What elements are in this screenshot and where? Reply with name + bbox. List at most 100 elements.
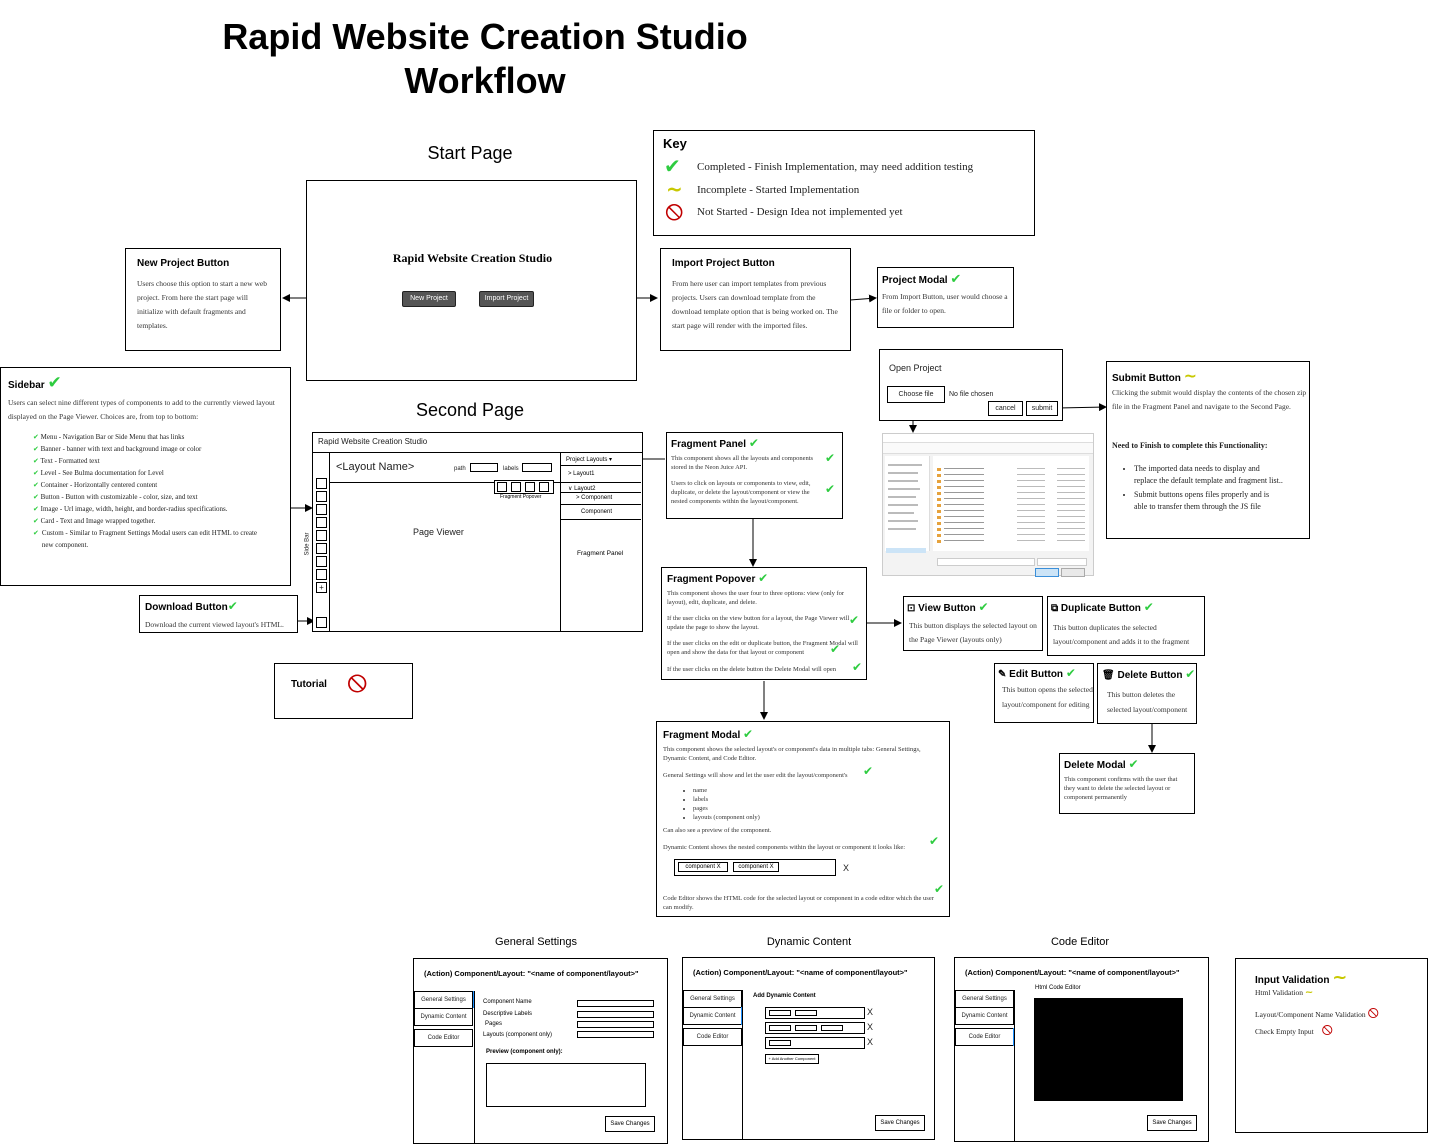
delete-modal-text: This component confirms with the user th… xyxy=(1064,776,1178,801)
view-button-title-text: View Button xyxy=(918,603,976,614)
tab-general-settings[interactable]: General Settings xyxy=(955,990,1014,1008)
tab-general-settings[interactable]: General Settings xyxy=(683,990,742,1008)
tilde-icon: ~ xyxy=(1332,967,1348,988)
delete-icon[interactable] xyxy=(539,482,549,492)
tab-dynamic-content[interactable]: Dynamic Content xyxy=(683,1007,742,1025)
title-line-1: Rapid Website Creation Studio xyxy=(222,16,748,57)
component-item-2[interactable]: Component xyxy=(581,509,613,515)
duplicate-icon[interactable] xyxy=(511,482,521,492)
preview-label: Preview (component only): xyxy=(486,1049,563,1055)
labels-input[interactable] xyxy=(577,1011,654,1018)
check-icon: ✔ xyxy=(33,493,39,501)
sidebar-item-text[interactable] xyxy=(316,504,327,515)
cancel-button[interactable]: cancel xyxy=(988,401,1023,416)
submit-button-title: Submit Button ~ xyxy=(1112,366,1197,385)
tab-code-editor[interactable]: Code Editor xyxy=(414,1029,473,1047)
fragment-modal-box: Fragment Modal ✔ This component shows th… xyxy=(656,721,950,917)
sidebar-item-level[interactable] xyxy=(316,517,327,528)
list-item: ✔ Custom - Similar to Fragment Settings … xyxy=(33,529,258,549)
tab-general-settings[interactable]: General Settings xyxy=(414,991,473,1009)
fragment-popover-title-text: Fragment Popover xyxy=(667,574,756,585)
check-icon: ✔ xyxy=(830,642,841,656)
sidebar-title-text: Sidebar xyxy=(8,380,45,391)
list-item: The imported data needs to display and r… xyxy=(1134,463,1284,487)
input-validation-box: Input Validation ~ Html Validation ~ Lay… xyxy=(1235,958,1428,1133)
fragment-modal-text1: This component shows the selected layout… xyxy=(663,746,921,762)
fragment-popover-mock xyxy=(494,480,554,494)
view-button-text: This button displays the selected layout… xyxy=(909,621,1037,644)
project-modal-title-text: Project Modal xyxy=(882,275,948,286)
download-icon-button[interactable] xyxy=(316,617,327,628)
labels-select[interactable] xyxy=(522,463,552,472)
component-name-input[interactable] xyxy=(577,1000,654,1007)
submit-file-button[interactable]: submit xyxy=(1026,401,1058,416)
save-changes-button[interactable]: Save Changes xyxy=(875,1115,925,1131)
choose-file-button[interactable]: Choose file xyxy=(887,386,945,403)
path-select[interactable] xyxy=(470,463,498,472)
list-item: layouts (component only) xyxy=(693,813,760,822)
check-icon: ✔ xyxy=(934,882,945,896)
fragment-popover-label: Fragment Popover xyxy=(500,494,542,500)
remove-x[interactable]: X xyxy=(867,1007,874,1017)
view-button-title: ⊡ View Button ✔ xyxy=(907,600,989,614)
view-icon[interactable] xyxy=(497,482,507,492)
project-layouts-dropdown[interactable]: Project Layouts ▾ xyxy=(566,457,613,463)
remove-x[interactable]: X xyxy=(867,1037,874,1047)
sidebar-item-card[interactable] xyxy=(316,569,327,580)
prohibited-icon: 🛇 xyxy=(347,672,368,696)
modal-header: (Action) Component/Layout: "<name of com… xyxy=(965,968,1180,977)
tab-dynamic-content[interactable]: Dynamic Content xyxy=(414,1008,473,1026)
check-icon: ✔ xyxy=(1128,757,1139,771)
prohibited-icon: 🛇 xyxy=(1367,1007,1379,1020)
tab-code-editor[interactable]: Code Editor xyxy=(683,1028,742,1046)
delete-button-title-text: Delete Button xyxy=(1117,670,1183,681)
submit-need-text: Need to Finish to complete this Function… xyxy=(1112,441,1265,450)
sidebar-item-menu[interactable] xyxy=(316,478,327,489)
key-title: Key xyxy=(663,136,687,151)
check-icon: ✔ xyxy=(33,529,39,537)
popover-text2: If the user clicks on the view button fo… xyxy=(667,615,850,631)
new-project-title: New Project Button xyxy=(137,258,230,269)
new-project-button[interactable]: New Project xyxy=(402,291,456,307)
arrow-submit xyxy=(1057,403,1107,412)
delete-button-box: 🗑 Delete Button ✔ This button deletes th… xyxy=(1097,663,1197,724)
tab-dynamic-content[interactable]: Dynamic Content xyxy=(955,1007,1014,1025)
validation-empty: Check Empty Input xyxy=(1255,1027,1314,1036)
check-icon: ✔ xyxy=(758,571,769,585)
duplicate-button-box: ⧉ Duplicate Button ✔ This button duplica… xyxy=(1047,596,1205,656)
sidebar-item-banner[interactable] xyxy=(316,491,327,502)
edit-icon[interactable] xyxy=(525,482,535,492)
remove-x[interactable]: X xyxy=(867,1022,874,1032)
layouts-input[interactable] xyxy=(577,1031,654,1038)
edit-button-title: ✎ Edit Button ✔ xyxy=(998,666,1076,680)
general-settings-label: General Settings xyxy=(495,936,577,948)
sidebar-item-button[interactable] xyxy=(316,543,327,554)
check-icon: ✔ xyxy=(33,517,39,525)
layout2-item[interactable]: ∨ Layout2 xyxy=(568,486,596,492)
field-label-layouts: Layouts (component only) xyxy=(483,1032,553,1038)
check-icon: ✔ xyxy=(47,373,62,393)
save-changes-button[interactable]: Save Changes xyxy=(605,1116,655,1132)
add-another-component-button[interactable]: + Add Another Component xyxy=(765,1054,819,1064)
component-item[interactable]: > Component xyxy=(576,495,613,501)
pages-input[interactable] xyxy=(577,1021,654,1028)
html-code-editor-label: Html Code Editor xyxy=(1035,985,1081,991)
import-project-button[interactable]: Import Project xyxy=(479,291,534,307)
layout1-item[interactable]: > Layout1 xyxy=(568,471,595,477)
tab-code-editor[interactable]: Code Editor xyxy=(955,1028,1014,1046)
key-not-started: Not Started - Design Idea not implemente… xyxy=(697,206,903,218)
save-changes-button[interactable]: Save Changes xyxy=(1147,1115,1197,1131)
new-project-text: Users choose this option to start a new … xyxy=(137,279,267,330)
key-incomplete: Incomplete - Started Implementation xyxy=(697,184,860,196)
code-editor-area[interactable] xyxy=(1034,998,1183,1101)
sidebar-item-container[interactable] xyxy=(316,530,327,541)
dynamic-content-modal: (Action) Component/Layout: "<name of com… xyxy=(682,957,935,1140)
add-dynamic-content-label: Add Dynamic Content xyxy=(753,993,816,999)
sidebar-item-custom[interactable]: + xyxy=(316,582,327,593)
check-icon: ✔ xyxy=(825,451,836,465)
remove-x[interactable]: X xyxy=(843,863,850,873)
sidebar-item-image[interactable] xyxy=(316,556,327,567)
modal-header: (Action) Component/Layout: "<name of com… xyxy=(693,968,908,977)
check-icon: ✔ xyxy=(1185,667,1196,681)
file-dialog-screenshot xyxy=(882,433,1094,577)
